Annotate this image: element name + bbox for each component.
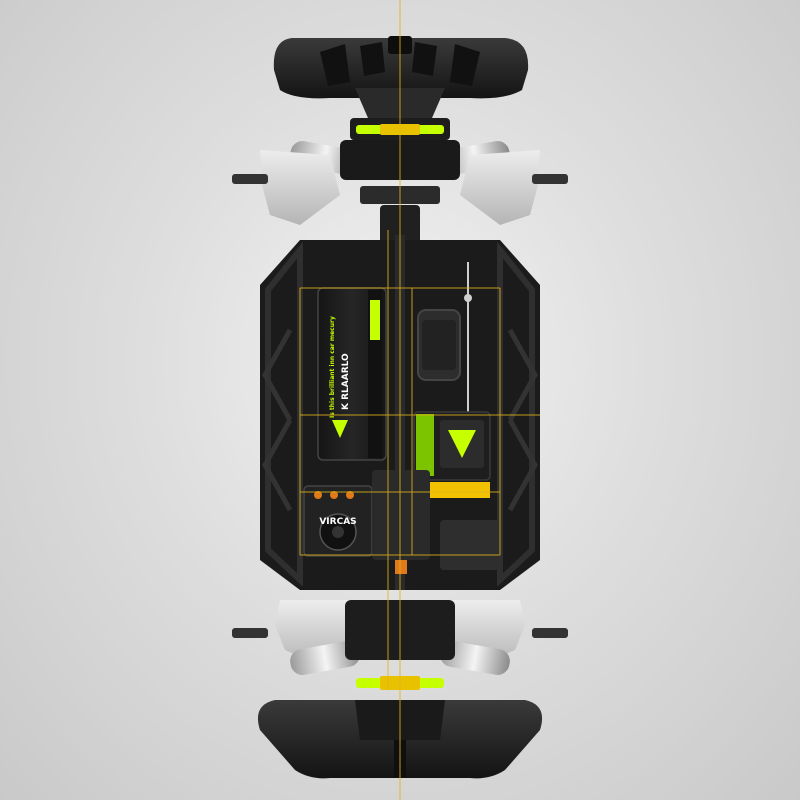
speed-controller [413, 411, 491, 498]
battery-slogan: Is this brilliant inn car mecury [329, 316, 336, 418]
front-suspension [232, 118, 568, 245]
motor-fan: VIRCAS [303, 485, 373, 557]
receiver-box [417, 262, 472, 440]
battery-pack: K RLAARLO Is this brilliant inn car mecu… [317, 287, 387, 461]
design-guidelines [299, 0, 540, 800]
esc-brand-label: VIRCAS [319, 517, 356, 527]
front-bumper [273, 36, 529, 118]
battery-label: K RLAARLO [341, 353, 351, 410]
